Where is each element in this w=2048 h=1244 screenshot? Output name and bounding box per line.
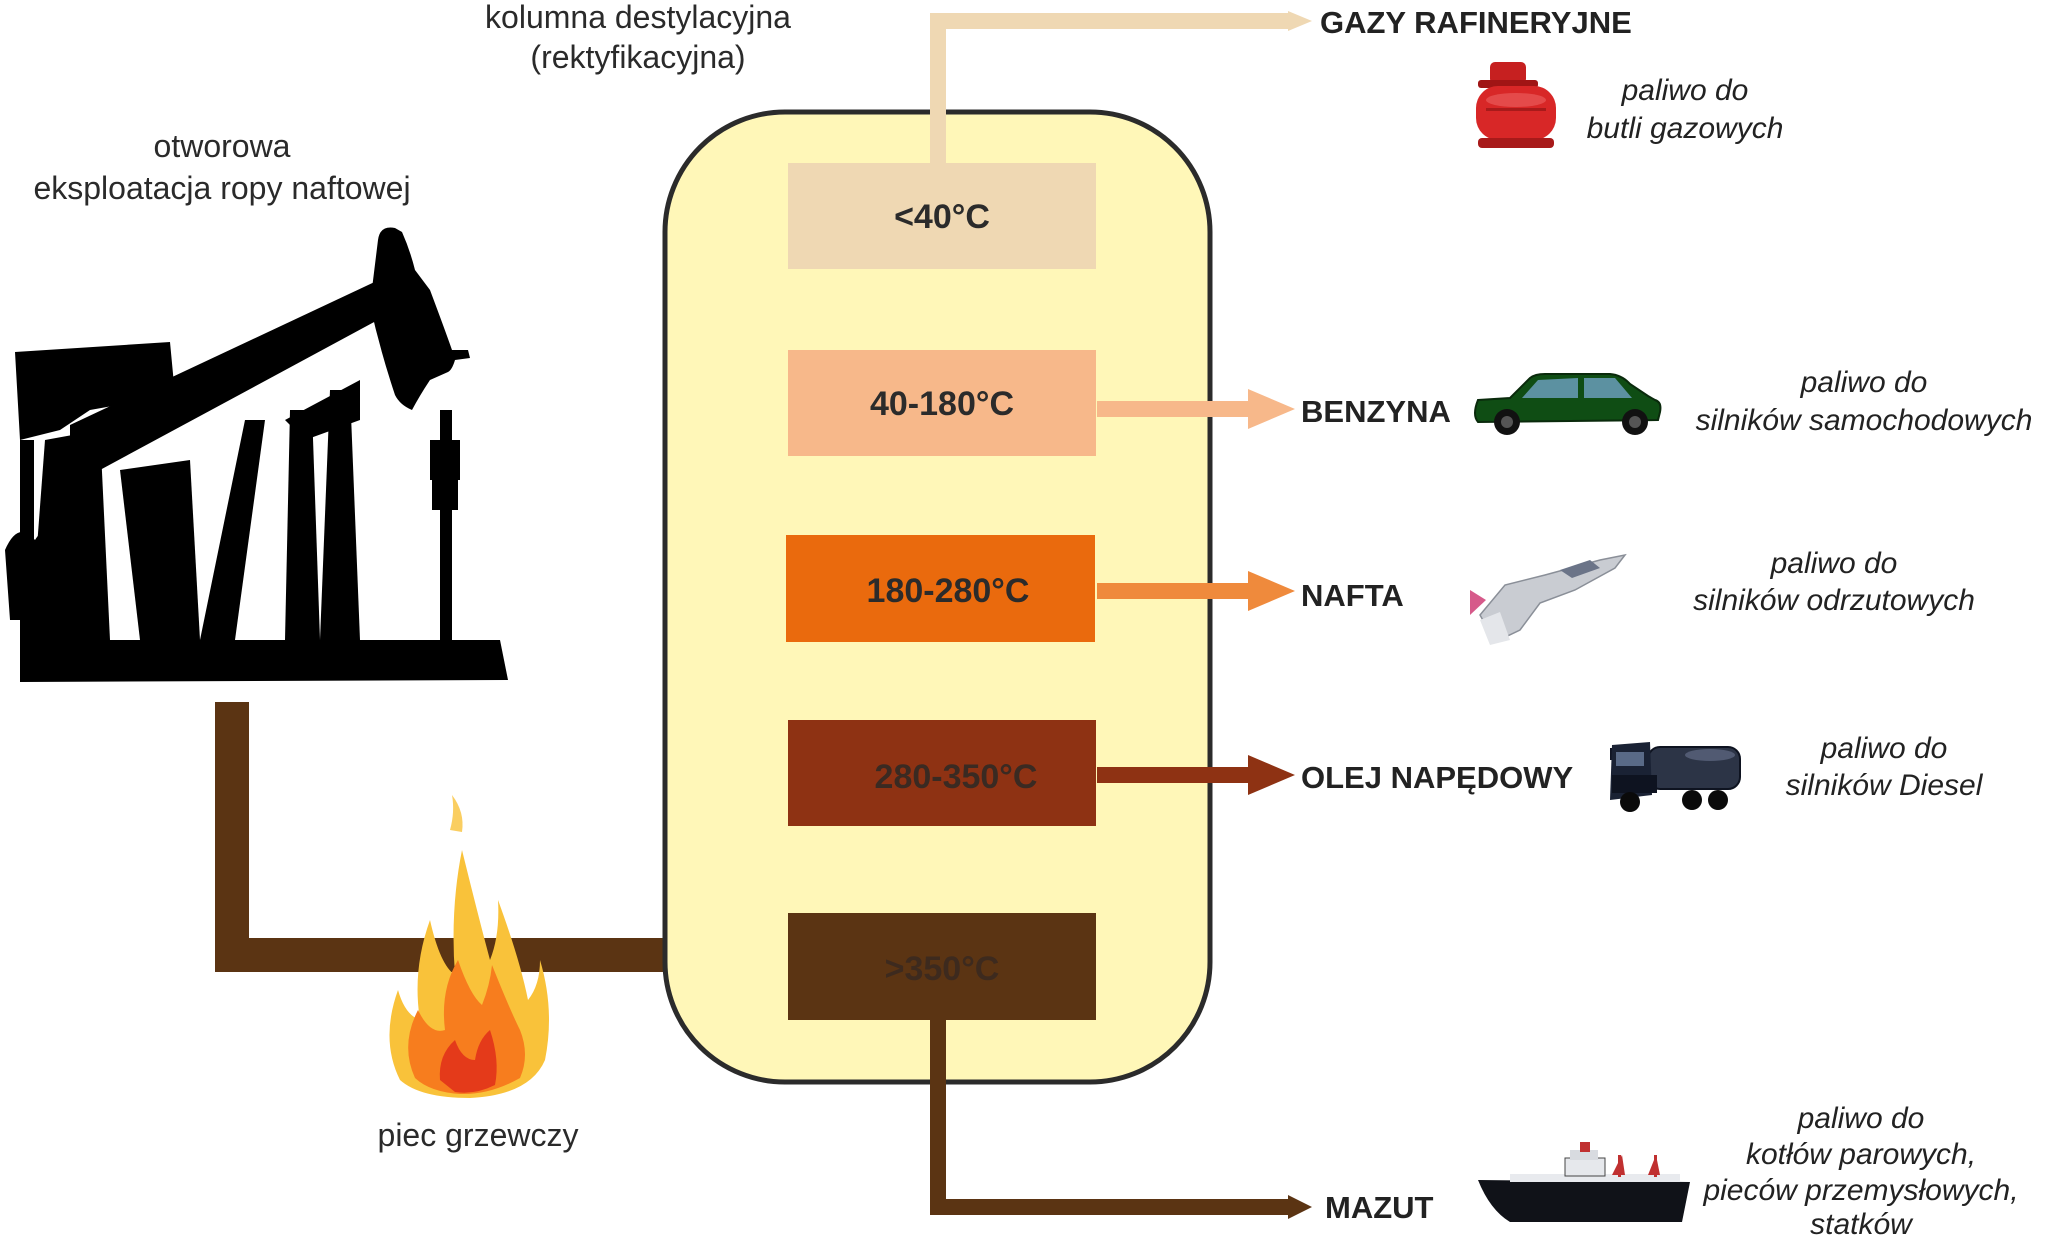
use-benzyna-line1: paliwo do (1800, 366, 1928, 399)
flame-icon (389, 795, 549, 1098)
tray-3: 280-350°C (788, 720, 1096, 826)
crude-oil-pipe (215, 702, 790, 972)
use-benzyna-line2: silników samochodowych (1696, 404, 2033, 437)
use-mazut-line1: paliwo do (1797, 1102, 1925, 1135)
pumpjack-silhouette-icon (5, 227, 508, 682)
tray-0: <40°C (788, 163, 1096, 269)
use-mazut-line4: statków (1810, 1208, 1914, 1239)
car-icon (1474, 373, 1662, 435)
product-nafta: NAFTA (1301, 578, 1404, 613)
pipe-olej (1097, 755, 1295, 795)
ship-icon (1478, 1142, 1690, 1222)
gas-cylinder-icon (1476, 62, 1556, 148)
pipe-gas (930, 13, 1290, 163)
product-mazut: MAZUT (1325, 1190, 1434, 1225)
furnace-label: piec grzewczy (378, 1117, 579, 1153)
pump-label-line1: otworowa (154, 128, 291, 164)
use-olej-line1: paliwo do (1820, 732, 1948, 765)
tray-1: 40-180°C (788, 350, 1096, 456)
tray-temp-4: >350°C (885, 950, 1000, 988)
use-mazut-line3: pieców przemysłowych, (1702, 1174, 2018, 1207)
pipe-benzyna (1097, 389, 1295, 429)
product-benzyna: BENZYNA (1301, 394, 1451, 429)
use-gazy-line2: butli gazowych (1587, 112, 1784, 145)
pipe-mazut (930, 1020, 1290, 1215)
tray-temp-1: 40-180°C (870, 385, 1014, 423)
tray-2: 180-280°C (786, 535, 1095, 642)
use-nafta-line1: paliwo do (1770, 547, 1898, 580)
arrow-gas (1288, 11, 1312, 31)
tray-4: >350°C (788, 913, 1096, 1020)
arrow-mazut (1288, 1195, 1312, 1219)
use-mazut-line2: kotłów parowych, (1746, 1138, 1976, 1171)
use-olej-line2: silników Diesel (1786, 769, 1984, 802)
tray-temp-3: 280-350°C (875, 758, 1038, 796)
column-title-line1: kolumna destylacyjna (485, 0, 791, 35)
tray-temp-2: 180-280°C (867, 572, 1030, 610)
product-gazy: GAZY RAFINERYJNE (1320, 5, 1632, 40)
tray-temp-0: <40°C (894, 198, 990, 236)
use-nafta-line2: silników odrzutowych (1693, 584, 1975, 617)
pipe-nafta (1097, 571, 1295, 611)
jet-icon (1470, 553, 1627, 645)
column-title-line2: (rektyfikacyjna) (530, 39, 745, 75)
use-gazy-line1: paliwo do (1621, 74, 1749, 107)
truck-icon (1610, 742, 1741, 812)
product-olej: OLEJ NAPĘDOWY (1301, 760, 1573, 795)
pump-label-line2: eksploatacja ropy naftowej (33, 170, 410, 206)
